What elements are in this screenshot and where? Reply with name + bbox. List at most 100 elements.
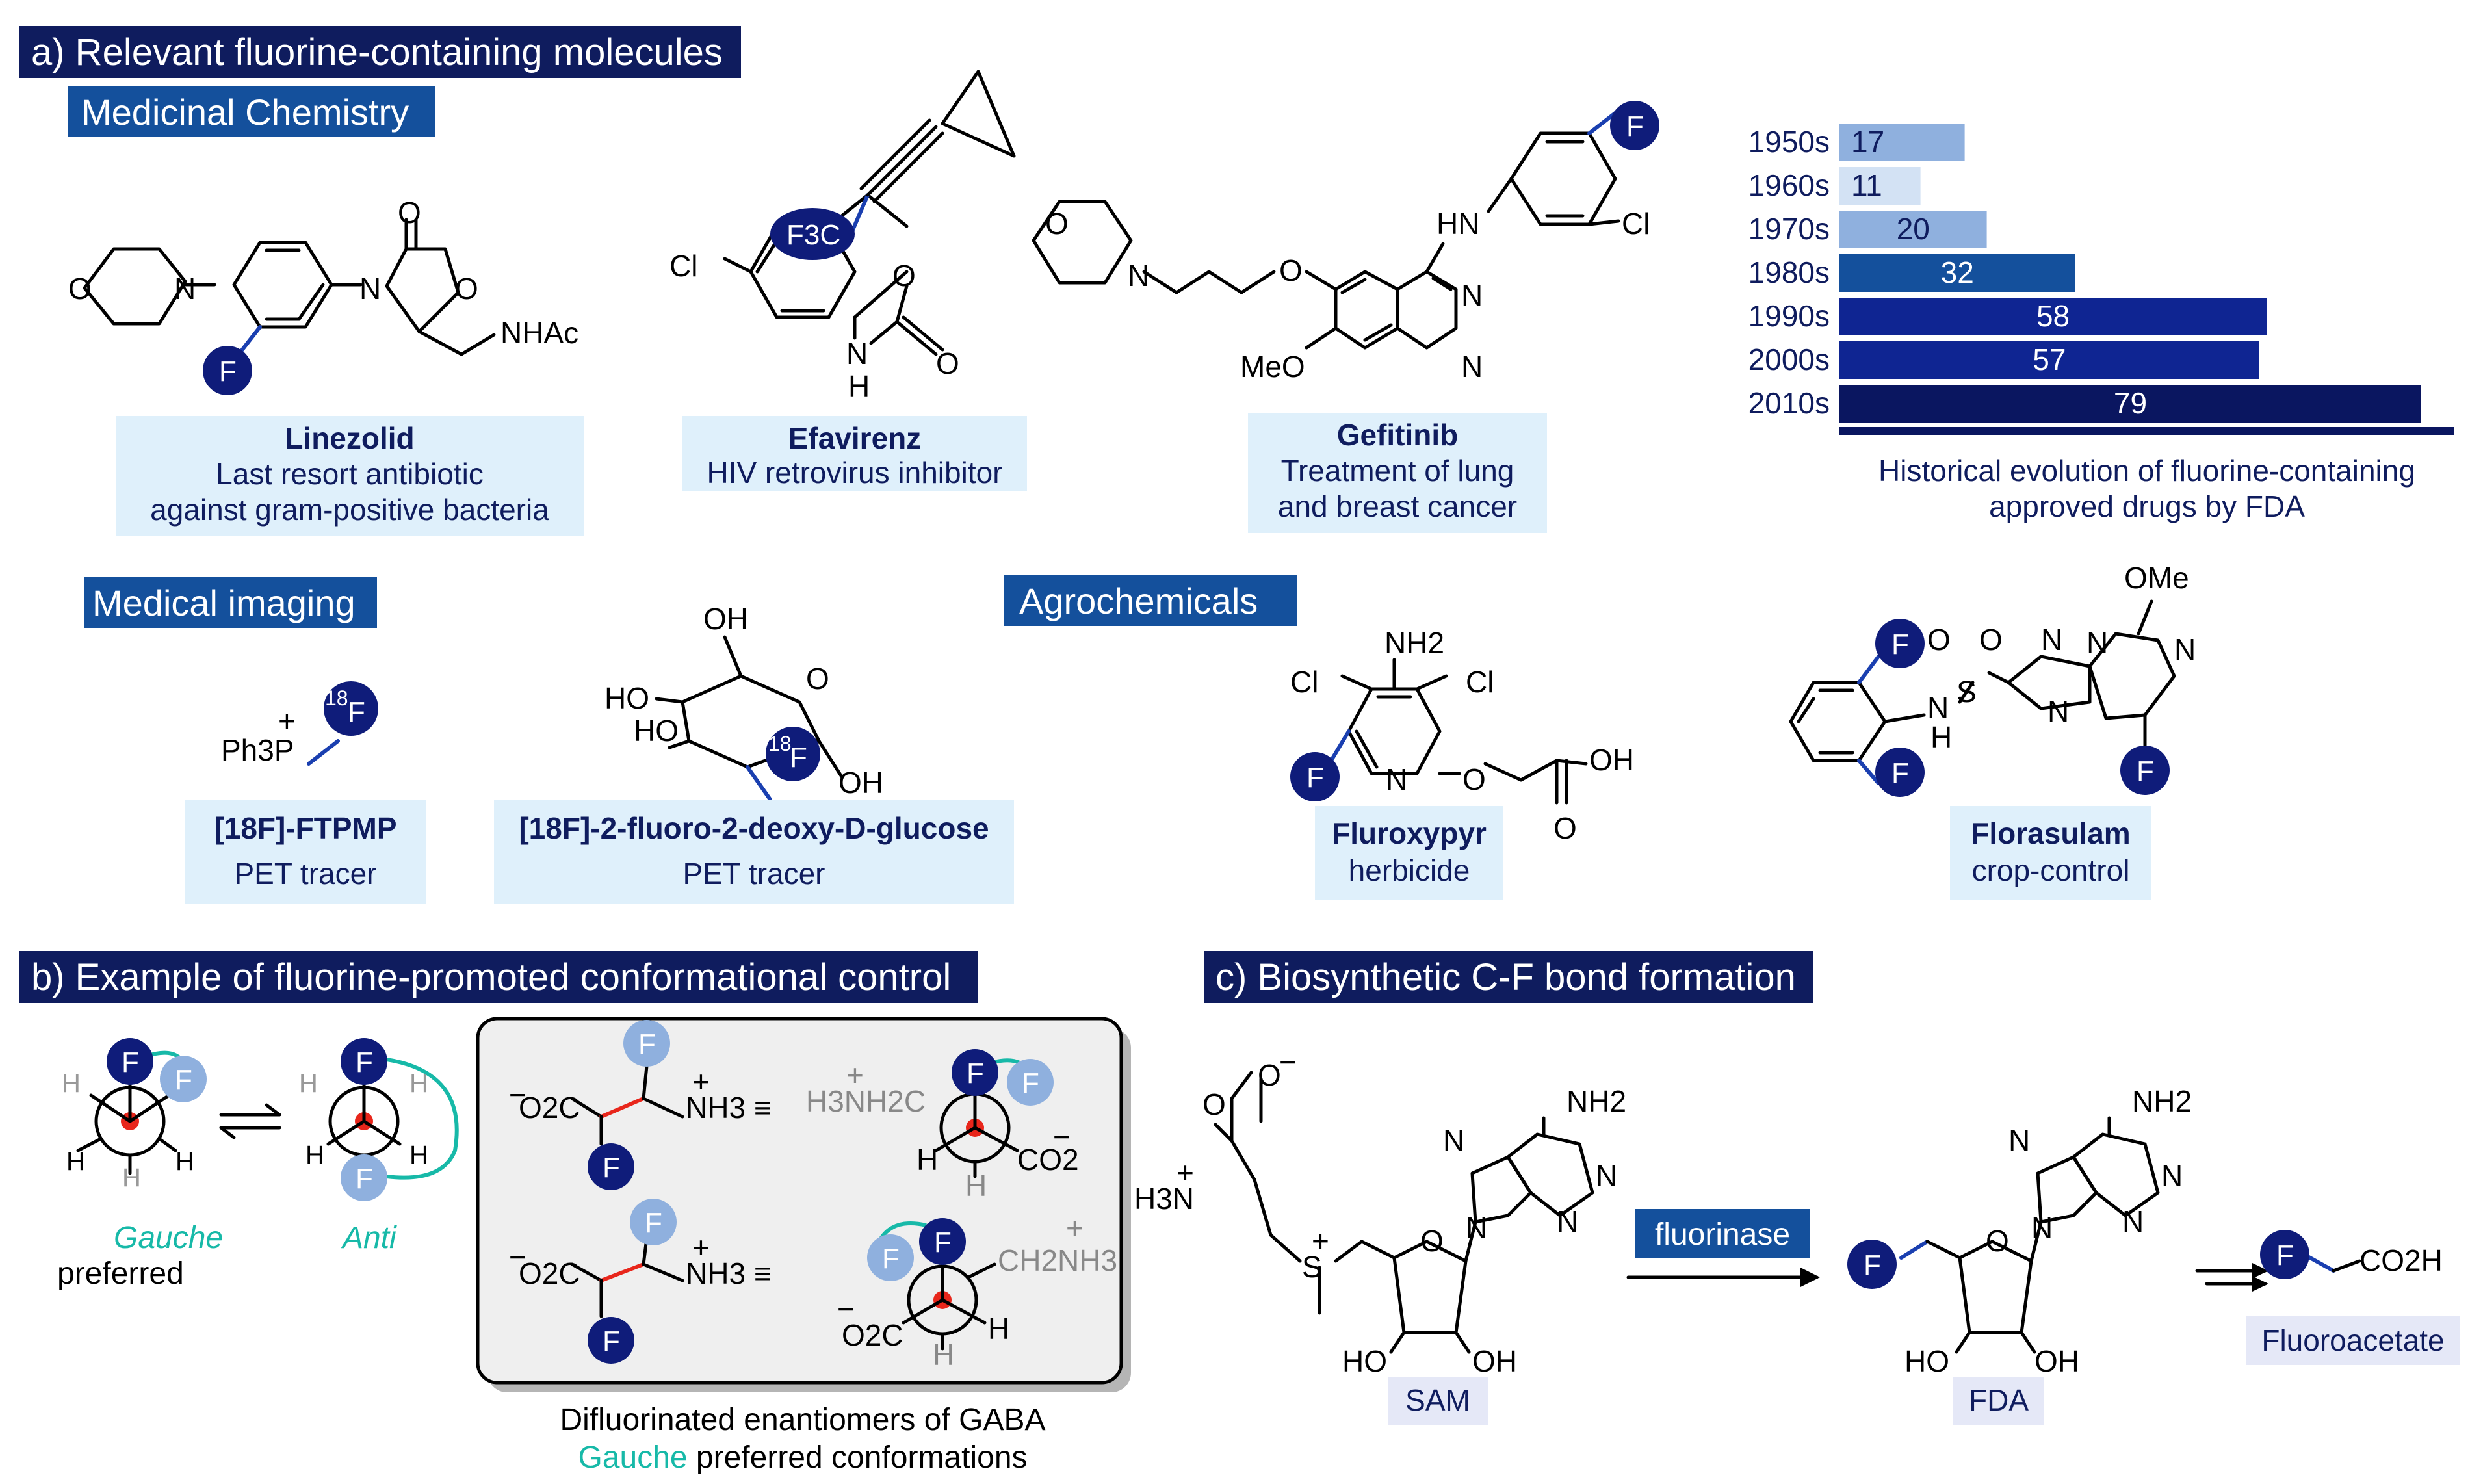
gaba-1-newman-h: H <box>916 1143 938 1177</box>
florasulam-structure <box>1789 599 2176 785</box>
efavirenz-h: H <box>848 369 870 403</box>
fdg-label: [18F]-2-fluoro-2-deoxy-D-glucose PET tra… <box>494 800 1014 904</box>
efavirenz-structure <box>723 70 1016 356</box>
gauche-f-front: F <box>122 1047 139 1078</box>
anti-h-4: H <box>409 1141 428 1169</box>
svg-text:F: F <box>790 742 807 774</box>
gaba-caption-1: Difluorinated enantiomers of GABA <box>560 1403 1045 1437</box>
fluoroacetate-co2h: CO2H <box>2359 1243 2443 1277</box>
fdg-o-ring: O <box>806 662 829 696</box>
florasulam-h-amide: H <box>1930 720 1952 754</box>
florasulam-n-2: N <box>2086 626 2108 660</box>
section-a-header: a) Relevant fluorine-containing molecule… <box>19 26 741 78</box>
sam-o-carboxylate: O <box>1258 1058 1281 1092</box>
gaba-caption-2-teal: Gauche <box>578 1440 687 1475</box>
gaba-2-nh3: NH3 <box>686 1256 746 1290</box>
bar-value-1990s: 58 <box>2036 299 2070 333</box>
newman-gauche <box>76 1038 207 1175</box>
sam-n7: N <box>1443 1123 1464 1157</box>
fda-structure <box>1899 1116 2160 1354</box>
ftpmp-plus: + <box>278 704 296 738</box>
fluoroacetate-label: Fluoroacetate <box>2246 1316 2460 1365</box>
florasulam-s: S <box>1956 675 1977 709</box>
sam-n3: N <box>1557 1204 1578 1238</box>
fluroxypyr-cl-2: Cl <box>1466 665 1494 699</box>
gauche-f-back: F <box>175 1064 192 1096</box>
chart-axis <box>1839 427 2454 435</box>
ftpmp-ph3p: Ph3P <box>221 733 294 767</box>
sam-n9: N <box>1466 1211 1487 1245</box>
gaba-2-newman-h: H <box>988 1312 1009 1346</box>
category-label-1950s: 1950s <box>1748 125 1830 159</box>
florasulam-fluorine-badge-3: F <box>2120 746 2170 795</box>
florasulam-fluorine-badge-2: F <box>1875 748 1925 797</box>
ftpmp-name: [18F]-FTPMP <box>214 811 396 845</box>
bar-value-2000s: 57 <box>2033 343 2066 376</box>
fluoroacetate-f: F <box>2276 1240 2294 1271</box>
efavirenz-cl: Cl <box>669 249 697 283</box>
fluroxypyr-fluorine-badge: F <box>1290 752 1340 801</box>
fluroxypyr-name: Fluroxypyr <box>1332 816 1487 850</box>
gaba-2-structure <box>570 1199 684 1364</box>
subsection-medchem: Medicinal Chemistry <box>68 86 435 137</box>
gauche-label: Gauche <box>114 1221 223 1255</box>
fda-n1: N <box>2161 1159 2183 1193</box>
bar-2010s <box>1839 385 2421 423</box>
efavirenz-label: Efavirenz HIV retrovirus inhibitor <box>682 416 1027 491</box>
svg-text:F: F <box>1626 111 1644 142</box>
section-a-title: a) Relevant fluorine-containing molecule… <box>31 31 723 73</box>
section-c-header: c) Biosynthetic C-F bond formation <box>1204 951 1813 1003</box>
fda-n7: N <box>2008 1123 2030 1157</box>
efavirenz-o-carbonyl: O <box>936 346 959 380</box>
multistep-arrow <box>2195 1263 2268 1292</box>
gaba-2-equiv: ≡ <box>754 1256 772 1290</box>
linezolid-n-oxaz: N <box>359 272 381 306</box>
anti-f-front: F <box>356 1047 373 1078</box>
linezolid-o-carbonyl: O <box>398 196 421 229</box>
florasulam-n-4: N <box>2174 632 2196 666</box>
gaba-2-newman-co2: O2C <box>842 1318 903 1352</box>
category-label-1980s: 1980s <box>1748 255 1830 289</box>
florasulam-o-1: O <box>1927 623 1951 657</box>
gaba-2-newman-h-back: H <box>933 1338 954 1372</box>
gaba-1-newman-ch2: H3NH2C <box>806 1084 926 1118</box>
chart-title-1: Historical evolution of fluorine-contain… <box>1878 454 2415 488</box>
svg-text:F: F <box>219 356 237 387</box>
bar-1990s <box>1839 298 2267 335</box>
linezolid-structure <box>83 218 496 358</box>
bar-value-1970s: 20 <box>1897 212 1930 246</box>
section-b-header: b) Example of fluorine-promoted conforma… <box>19 951 978 1003</box>
linezolid-o-ring: O <box>455 272 478 306</box>
efavirenz-name: Efavirenz <box>788 421 922 455</box>
gefitinib-n3: N <box>1461 350 1483 384</box>
sam-o-carbonyl: O <box>1202 1087 1226 1121</box>
anti-f-back: F <box>356 1163 373 1195</box>
gefitinib-name: Gefitinib <box>1337 418 1459 452</box>
fluroxypyr-n: N <box>1386 762 1407 796</box>
section-b-title: b) Example of fluorine-promoted conforma… <box>31 956 951 998</box>
ftpmp-structure <box>307 739 340 766</box>
fda-fluorine-badge: F <box>1847 1240 1897 1289</box>
gaba-2-newman-ch2nh3: CH2NH3 <box>998 1243 1117 1277</box>
gauche-h-3: H <box>175 1147 194 1176</box>
gauche-h-4: H <box>122 1164 141 1192</box>
fdg-ho-1: HO <box>604 681 649 715</box>
bar-2000s <box>1839 341 2259 379</box>
svg-text:F: F <box>348 696 365 728</box>
gefitinib-n-morph: N <box>1128 259 1149 293</box>
florasulam-ome: OMe <box>2124 561 2189 595</box>
florasulam-fluorine-badge-1: F <box>1875 619 1925 668</box>
fluoroacetate-structure <box>2260 1230 2361 1279</box>
linezolid-desc-2: against gram-positive bacteria <box>150 493 549 527</box>
fluoroacetate-name: Fluoroacetate <box>2261 1323 2444 1357</box>
ftpmp-label: [18F]-FTPMP PET tracer <box>185 800 426 904</box>
linezolid-name: Linezolid <box>285 421 414 455</box>
fdg-ho-2: HO <box>634 714 679 748</box>
linezolid-desc-1: Last resort antibiotic <box>216 457 484 491</box>
gaba-2-o2c: O2C <box>519 1256 580 1290</box>
bar-1950s <box>1839 124 1965 161</box>
gauche-h-2: H <box>66 1147 85 1176</box>
efavirenz-cf3-badge: F3C <box>770 208 855 260</box>
sam-label: SAM <box>1388 1377 1488 1425</box>
gaba-2-newman-minus: − <box>837 1292 855 1326</box>
